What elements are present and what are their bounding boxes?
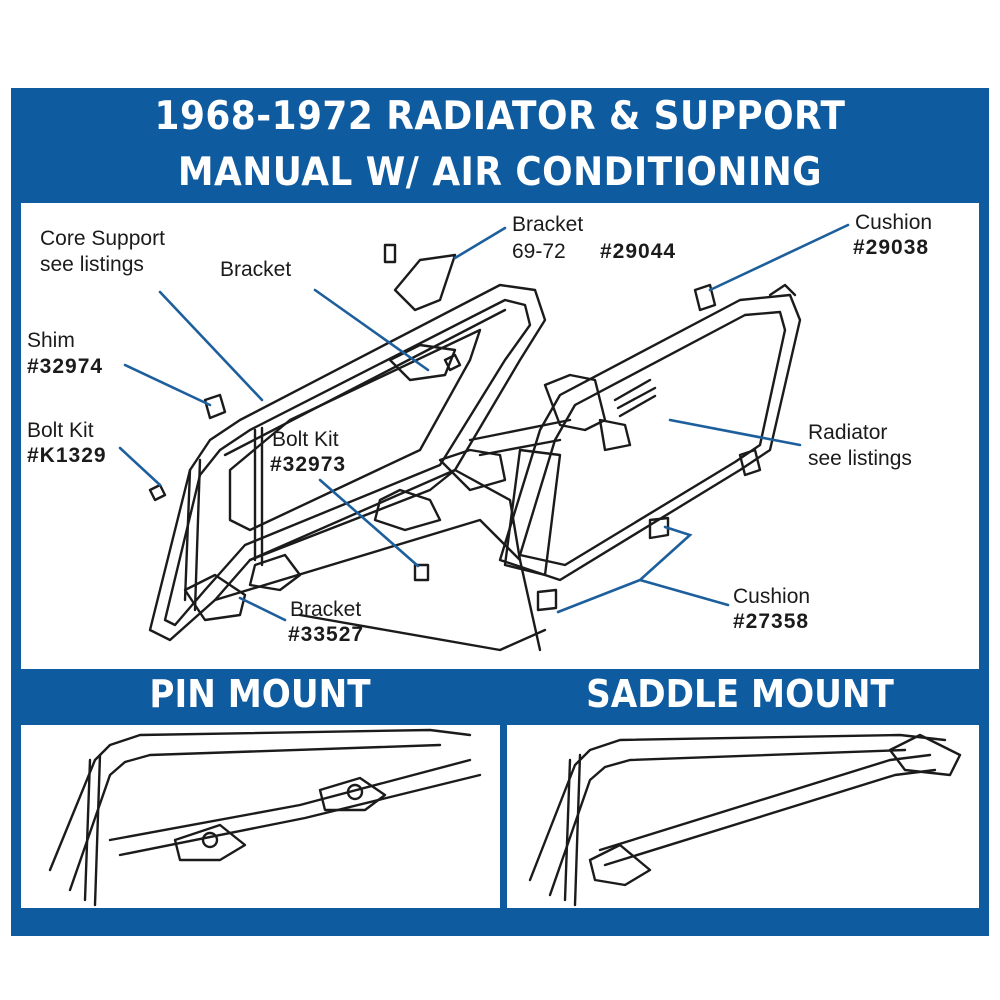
cushion-bottom-label: Cushion — [733, 585, 811, 608]
leader-shim — [123, 363, 212, 407]
bolt-kit-center-label: Bolt Kit — [272, 428, 339, 451]
core-support-sublabel: see listings — [40, 253, 144, 276]
leader-core-support — [158, 290, 264, 402]
bracket-top-label: Bracket — [512, 213, 584, 236]
leader-bolt-kit-left — [118, 446, 162, 487]
bracket-bottom-part-number: #33527 — [288, 623, 365, 646]
leader-radiator — [668, 418, 802, 447]
pin-mount-illustration — [48, 728, 482, 907]
bracket-top-part-number: #29044 — [600, 240, 677, 263]
leader-bracket-mid — [313, 288, 430, 372]
shim-label: Shim — [27, 329, 75, 352]
core-support-label: Core Support — [40, 227, 165, 250]
saddle-mount-illustration — [528, 733, 962, 907]
shim-part-number: #32974 — [27, 355, 104, 378]
title-line-1: 1968-1972 RADIATOR & SUPPORT — [154, 94, 846, 139]
bolt-kit-left-part-number: #K1329 — [27, 444, 107, 467]
leader-bracket-bottom — [238, 596, 287, 622]
bracket-bottom-label: Bracket — [290, 598, 362, 621]
exploded-view-panel — [21, 203, 979, 669]
bracket-top-years: 69-72 — [512, 240, 566, 263]
leader-cushion-top — [708, 223, 850, 292]
radiator-sublabel: see listings — [808, 447, 912, 470]
pin-mount-heading: PIN MOUNT — [149, 672, 371, 716]
leader-bolt-kit-center — [318, 478, 420, 568]
radiator-label: Radiator — [808, 421, 888, 444]
cushion-top-part-number: #29038 — [853, 236, 930, 259]
bracket-mid-label: Bracket — [220, 258, 292, 281]
core-support-illustration — [148, 243, 572, 652]
title-line-2: MANUAL W/ AIR CONDITIONING — [177, 150, 823, 195]
saddle-mount-heading: SADDLE MOUNT — [586, 672, 894, 716]
leader-bracket-top — [453, 226, 507, 260]
bolt-kit-center-part-number: #32973 — [270, 453, 347, 476]
cushion-top-label: Cushion — [855, 211, 933, 234]
leader-cushion-bottom — [556, 525, 730, 614]
cushion-bottom-part-number: #27358 — [733, 610, 810, 633]
bolt-kit-left-label: Bolt Kit — [27, 419, 94, 442]
radiator-illustration — [498, 283, 802, 612]
